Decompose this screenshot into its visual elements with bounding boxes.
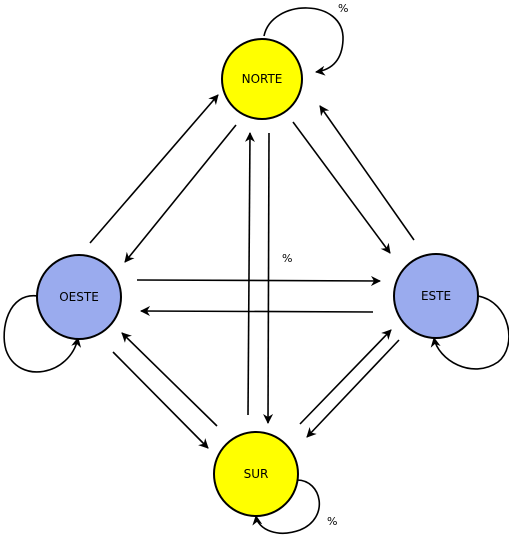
edge-oeste-to-este <box>136 275 381 286</box>
edge-norte-to-sur <box>263 132 274 424</box>
node-este: ESTE <box>393 253 479 339</box>
edge-este-to-norte <box>319 105 415 241</box>
edge-este-to-sur <box>306 339 400 438</box>
node-norte-label: NORTE <box>242 72 283 86</box>
edge-sur-to-norte <box>244 132 255 416</box>
edge-oeste-to-sur <box>112 351 209 449</box>
edge-label-sur-loop: % <box>327 515 337 528</box>
node-oeste-label: OESTE <box>59 290 99 304</box>
edge-este-to-oeste <box>140 306 374 317</box>
node-norte: NORTE <box>221 38 303 120</box>
node-oeste-circle <box>36 254 122 340</box>
node-este-circle <box>393 253 479 339</box>
edge-sur-loop <box>252 479 320 534</box>
node-este-label: ESTE <box>421 289 451 303</box>
edge-oeste-loop <box>3 295 82 373</box>
edge-este-loop <box>430 295 509 370</box>
node-sur: SUR <box>213 431 299 517</box>
node-sur-label: SUR <box>244 467 269 481</box>
edge-sur-to-oeste <box>121 332 218 427</box>
edge-oeste-to-norte <box>89 94 219 244</box>
node-norte-circle <box>221 38 303 120</box>
edge-norte-to-este <box>292 121 391 254</box>
edge-norte-to-oeste <box>124 124 237 263</box>
edge-label-center: % <box>282 252 292 265</box>
edge-sur-to-este <box>299 329 392 425</box>
node-oeste: OESTE <box>36 254 122 340</box>
edge-norte-loop <box>263 7 344 76</box>
edge-label-norte-loop: % <box>338 2 348 15</box>
node-sur-circle <box>213 431 299 517</box>
